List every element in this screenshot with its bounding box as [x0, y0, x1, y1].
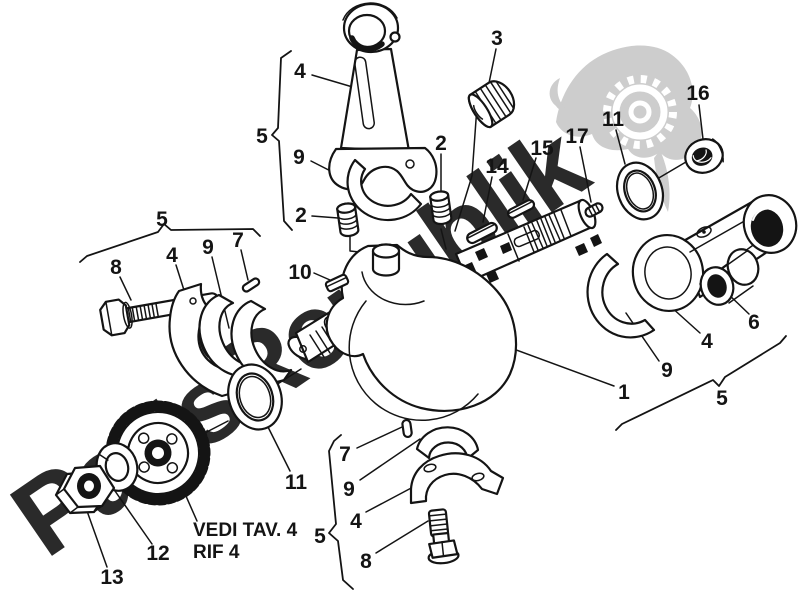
callout-14: 14 — [485, 155, 509, 178]
nut-16 — [684, 138, 724, 174]
key-10 — [324, 273, 350, 293]
leader-line-8 — [119, 276, 132, 301]
leader-line-16 — [698, 104, 704, 140]
pin-7-left — [241, 277, 261, 293]
callout-7: 7 — [232, 229, 244, 252]
group-5-right-brace — [615, 335, 787, 431]
rod-cap-bottom — [409, 452, 505, 505]
callout-17: 17 — [565, 125, 588, 148]
assembly-line-plug — [454, 105, 478, 232]
leader-line-4 — [311, 74, 357, 89]
bottom-cap-group — [409, 426, 505, 565]
key-15 — [506, 199, 536, 219]
bearing-shell-bottom — [415, 426, 480, 461]
leader-line-9 — [359, 438, 421, 481]
callout-8: 8 — [360, 550, 372, 573]
rod-big-end-fork — [328, 146, 438, 193]
callout-5: 5 — [256, 125, 268, 148]
pin-17 — [584, 202, 604, 218]
gear-teeth — [603, 75, 677, 149]
leader-line-11 — [615, 129, 626, 165]
callout-6: 6 — [748, 311, 760, 334]
callout-9: 9 — [661, 359, 673, 382]
small-end-bushing — [699, 248, 760, 306]
crankshaft — [287, 198, 602, 422]
nut-13 — [54, 464, 116, 515]
callout-4: 4 — [701, 330, 713, 353]
callout-7: 7 — [339, 443, 351, 466]
seal-ring-bottom — [227, 363, 283, 431]
callout-4: 4 — [294, 60, 306, 83]
leader-line-17 — [579, 146, 592, 203]
crank-web — [325, 243, 518, 412]
callout-15: 15 — [530, 137, 554, 160]
leader-line-10 — [313, 272, 331, 281]
callout-4: 4 — [166, 244, 178, 267]
flag-shape — [556, 45, 702, 160]
pin-7-bottom — [401, 418, 413, 439]
gear-ring — [612, 84, 668, 140]
leader-line-9 — [625, 312, 660, 362]
connecting-rod-top — [328, 2, 438, 193]
seal-ring-right — [615, 161, 665, 221]
callout-5: 5 — [716, 387, 728, 410]
callout-11: 11 — [285, 471, 308, 494]
callout-4: 4 — [350, 510, 362, 533]
group-5-bottom-brace — [328, 434, 354, 590]
group-5-top-brace — [271, 50, 293, 231]
gear-hub — [628, 100, 652, 124]
callout-8: 8 — [110, 256, 122, 279]
leader-line-3 — [488, 48, 497, 84]
grub-screw-left — [336, 202, 360, 238]
key-14 — [466, 221, 498, 245]
rod-bolt-bottom — [427, 508, 460, 565]
callout-12: 12 — [146, 542, 169, 565]
threaded-plug — [467, 80, 516, 129]
leader-line-7 — [356, 426, 403, 449]
callout-9: 9 — [293, 146, 305, 169]
callout-5: 5 — [314, 525, 326, 548]
callout-2: 2 — [295, 204, 307, 227]
leader-line-14 — [482, 176, 493, 223]
gear-flag-icon — [549, 45, 702, 212]
leader-line-8 — [375, 520, 429, 554]
bearing-shell-left-2 — [230, 299, 293, 383]
leader-line-7 — [240, 249, 249, 281]
connecting-rod-right — [586, 194, 798, 339]
group-5-left-brace — [79, 223, 261, 263]
note-line-1: VEDI TAV. 4 — [193, 520, 298, 541]
assembly-line-screw-right — [440, 228, 447, 250]
callout-2: 2 — [435, 132, 447, 155]
callout-9: 9 — [202, 236, 214, 259]
leader-line-13 — [86, 510, 108, 568]
oil-hole-nub — [389, 31, 401, 43]
callout-13: 13 — [100, 566, 123, 589]
note-line-2: RIF 4 — [193, 542, 240, 563]
callout-1: 1 — [618, 381, 630, 404]
bearing-shell-right — [586, 252, 656, 339]
leader-line-9 — [211, 256, 230, 329]
bearing-shell-top — [346, 158, 423, 222]
callout-11: 11 — [602, 108, 625, 131]
callout-9: 9 — [343, 478, 355, 501]
callout-10: 10 — [288, 261, 311, 284]
leader-line-15 — [522, 157, 537, 201]
callout-3: 3 — [491, 27, 503, 50]
leader-line-4 — [365, 485, 416, 513]
leader-line-12 — [114, 490, 153, 545]
leader-line-2 — [311, 215, 339, 219]
grub-screw-right — [429, 190, 453, 226]
callout-16: 16 — [686, 82, 709, 105]
